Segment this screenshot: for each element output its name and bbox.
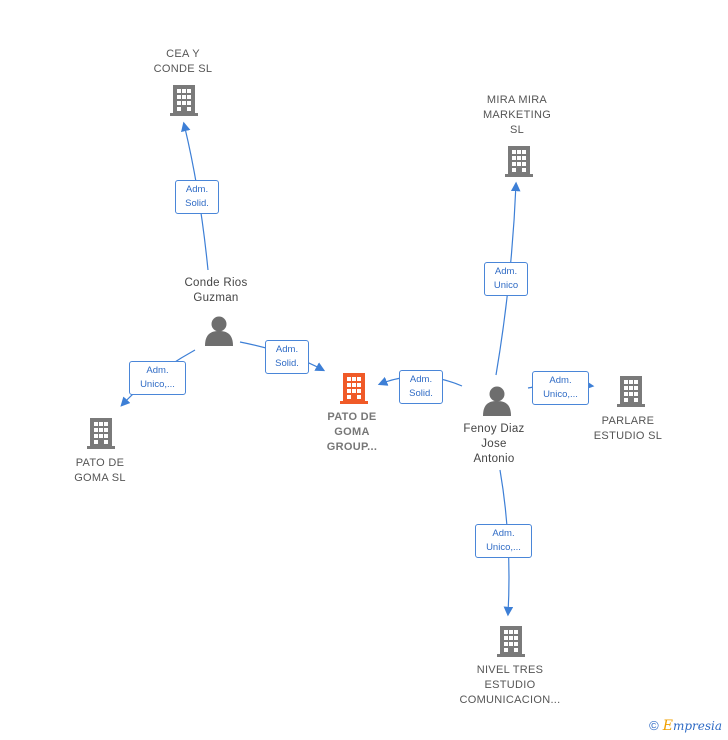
label-line: GROUP... — [326, 441, 378, 453]
copyright-icon: © — [649, 718, 659, 733]
role-line: Adm. — [494, 266, 518, 277]
role-box-conde-pato-sl[interactable]: Adm. Unico,... — [129, 361, 186, 395]
label-line: MARKETING — [482, 109, 552, 121]
label-line: CEA Y — [166, 48, 200, 60]
building-icon — [505, 146, 533, 177]
brand-name: mpresia — [672, 719, 722, 733]
role-line: Adm. — [146, 365, 169, 376]
role-box-conde-group[interactable]: Adm. Solid. — [265, 340, 309, 374]
node-label-fenoy[interactable]: Fenoy Diaz Jose Antonio — [429, 422, 559, 467]
label-line: Antonio — [473, 453, 515, 465]
node-label-parlare[interactable]: PARLARE ESTUDIO SL — [563, 414, 693, 444]
brand-initial: E — [662, 718, 673, 734]
label-line: Jose — [481, 438, 507, 450]
node-label-pato-sl[interactable]: PATO DE GOMA SL — [35, 456, 165, 486]
role-line: Solid. — [275, 358, 299, 369]
role-box-fenoy-group[interactable]: Adm. Solid. — [399, 370, 443, 404]
role-box-conde-cea[interactable]: Adm. Solid. — [175, 180, 219, 214]
label-line: PATO DE — [75, 457, 125, 469]
role-box-fenoy-mira[interactable]: Adm. Unico — [484, 262, 528, 296]
label-line: Conde Rios — [184, 277, 248, 289]
label-line: SL — [509, 124, 525, 136]
node-label-pato-group[interactable]: PATO DE GOMA GROUP... — [287, 410, 417, 455]
role-line: Adm. — [275, 344, 299, 355]
role-line: Solid. — [185, 198, 209, 209]
node-label-conde-rios[interactable]: Conde Rios Guzman — [151, 276, 281, 306]
node-label-cea-conde[interactable]: CEA Y CONDE SL — [118, 47, 248, 77]
role-line: Unico,... — [543, 389, 578, 400]
role-line: Solid. — [409, 388, 433, 399]
label-line: MIRA MIRA — [486, 94, 548, 106]
label-line: PARLARE — [601, 415, 655, 427]
role-line: Unico,... — [140, 379, 175, 390]
label-line: ESTUDIO SL — [593, 430, 663, 442]
role-line: Adm. — [409, 374, 433, 385]
role-box-fenoy-nivel[interactable]: Adm. Unico,... — [475, 524, 532, 558]
building-icon — [617, 376, 645, 407]
label-line: COMUNICACION... — [459, 694, 561, 706]
building-icon — [497, 626, 525, 657]
building-icon — [170, 85, 198, 116]
role-line: Unico,... — [486, 542, 521, 553]
building-icon — [87, 418, 115, 449]
label-line: Guzman — [193, 292, 239, 304]
label-line: Fenoy Diaz — [463, 423, 525, 435]
footer-brand: ©Empresia — [649, 718, 722, 734]
person-icon — [483, 386, 511, 416]
label-line: NIVEL TRES — [476, 664, 544, 676]
label-line: GOMA SL — [74, 472, 126, 484]
label-line: PATO DE — [327, 411, 377, 423]
role-line: Adm. — [492, 528, 515, 539]
label-line: CONDE SL — [153, 63, 213, 75]
node-label-mira-mira[interactable]: MIRA MIRA MARKETING SL — [452, 93, 582, 138]
role-line: Unico — [493, 280, 519, 291]
role-line: Adm. — [185, 184, 209, 195]
label-line: GOMA — [334, 426, 370, 438]
building-icon — [340, 373, 368, 404]
label-line: ESTUDIO — [484, 679, 536, 691]
role-line: Adm. — [549, 375, 572, 386]
node-label-nivel-tres[interactable]: NIVEL TRES ESTUDIO COMUNICACION... — [445, 663, 575, 708]
person-icon — [205, 316, 233, 346]
role-box-fenoy-parlare[interactable]: Adm. Unico,... — [532, 371, 589, 405]
